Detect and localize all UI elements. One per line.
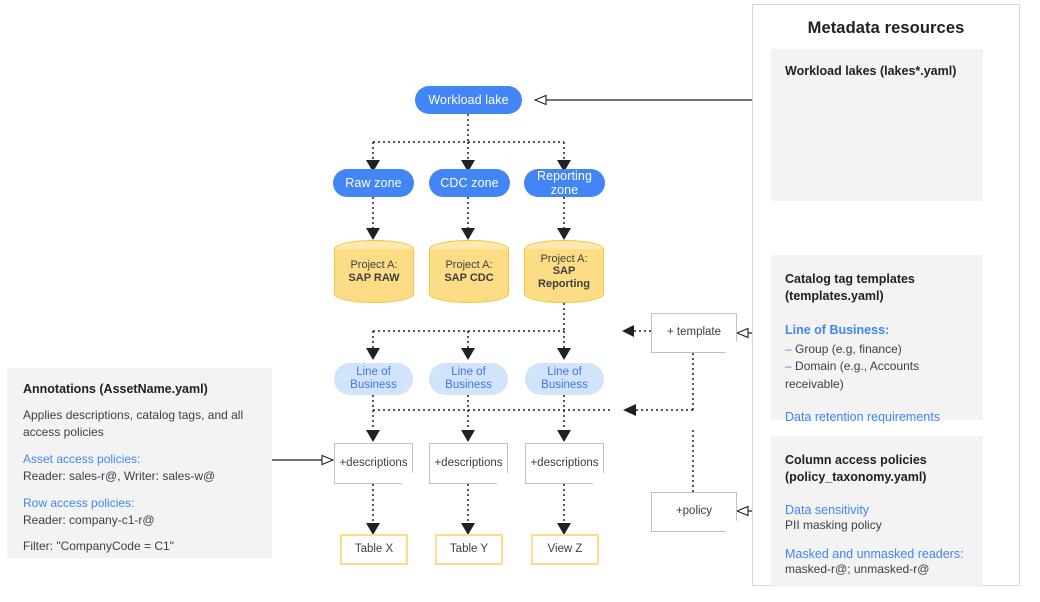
workload-lakes-box: Workload lakes (lakes*.yaml) <box>771 49 983 201</box>
node-line-of-business-3[interactable]: Line of Business <box>525 363 604 395</box>
node-workload-lake[interactable]: Workload lake <box>415 86 522 114</box>
node-reporting-zone[interactable]: Reporting zone <box>524 169 605 197</box>
node-cdc-zone[interactable]: CDC zone <box>429 169 510 197</box>
annotations-panel: Annotations (AssetName.yaml) Applies des… <box>7 368 272 558</box>
project-prefix: Project A: <box>350 258 398 271</box>
cylinder-caption: Project A: SAP Reporting <box>524 253 604 291</box>
note-policy-label: +policy <box>675 505 713 518</box>
catalog-templates-heading: Catalog tag templates (templates.yaml) <box>785 271 969 305</box>
table-label: Table Y <box>449 542 489 555</box>
node-raw-zone[interactable]: Raw zone <box>333 169 414 197</box>
lob-label: Line of Business <box>350 365 397 391</box>
note-sheet <box>429 443 508 484</box>
bullet-dash-icon: – <box>785 359 792 374</box>
catalog-lob-item-label: Domain (e.g., Accounts receivable) <box>785 359 920 391</box>
node-raw-zone-label: Raw zone <box>345 175 402 190</box>
node-table-y[interactable]: Table Y <box>435 534 503 565</box>
annotations-title: Annotations (AssetName.yaml) <box>23 382 208 396</box>
annotations-content: Annotations (AssetName.yaml) Applies des… <box>7 368 272 556</box>
project-prefix: Project A: <box>540 252 588 265</box>
node-reporting-zone-label: Reporting zone <box>536 168 593 197</box>
metadata-resources-panel: Metadata resources Workload lakes (lakes… <box>752 4 1020 587</box>
annotations-filter: Filter: "CompanyCode = C1" <box>23 539 174 554</box>
note-descriptions-label: +descriptions <box>339 456 408 469</box>
node-project-sap-cdc[interactable]: Project A: SAP CDC <box>429 240 509 303</box>
note-sheet <box>651 492 737 532</box>
note-descriptions-label: +descriptions <box>530 456 599 469</box>
table-label: Table X <box>354 542 394 555</box>
project-name: SAP CDC <box>444 271 494 284</box>
node-workload-lake-label: Workload lake <box>428 92 509 107</box>
catalog-lob-item-domain: – Domain (e.g., Accounts receivable) <box>785 358 969 393</box>
node-view-z[interactable]: View Z <box>531 534 599 565</box>
asset-access-value: Reader: sales-r@, Writer: sales-w@ <box>23 469 216 484</box>
node-project-sap-raw[interactable]: Project A: SAP RAW <box>334 240 414 303</box>
row-access-block: Row access policies: Reader: company-c1-… <box>23 495 256 530</box>
masked-readers-value: masked-r@; unmasked-r@ <box>785 562 930 577</box>
catalog-lob-heading: Line of Business: <box>785 322 890 337</box>
column-policies-heading: Column access policies (policy_taxonomy.… <box>785 452 969 486</box>
asset-access-block: Asset access policies: Reader: sales-r@,… <box>23 451 256 486</box>
column-access-policies-box: Column access policies (policy_taxonomy.… <box>771 436 983 587</box>
table-label: View Z <box>547 542 583 555</box>
catalog-lob-item-label: Group (e.g, finance) <box>795 341 902 356</box>
note-descriptions-label: +descriptions <box>434 456 503 469</box>
node-table-x[interactable]: Table X <box>340 534 408 565</box>
catalog-lob-item-group: – Group (e.g, finance) <box>785 341 969 358</box>
cylinder-caption: Project A: SAP CDC <box>429 259 509 284</box>
annotations-summary: Applies descriptions, catalog tags, and … <box>23 408 244 440</box>
data-sensitivity-heading: Data sensitivity <box>785 502 870 517</box>
column-policies-heading-line2: (policy_taxonomy.yaml) <box>785 469 927 484</box>
data-sensitivity-value: PII masking policy <box>785 517 882 532</box>
catalog-templates-heading-line1: Catalog tag templates <box>785 272 915 286</box>
metadata-panel-title: Metadata resources <box>807 19 965 37</box>
column-policies-heading-line1: Column access policies <box>785 453 927 467</box>
note-policy[interactable]: +policy <box>651 492 738 533</box>
node-line-of-business-1[interactable]: Line of Business <box>334 363 413 395</box>
catalog-tag-templates-box: Catalog tag templates (templates.yaml) L… <box>771 255 983 424</box>
asset-access-heading: Asset access policies: <box>23 451 141 466</box>
note-descriptions-2[interactable]: +descriptions <box>429 443 509 485</box>
node-project-sap-reporting[interactable]: Project A: SAP Reporting <box>524 240 604 303</box>
note-descriptions-3[interactable]: +descriptions <box>525 443 605 485</box>
catalog-templates-heading-line2: (templates.yaml) <box>785 288 884 303</box>
cylinder-body <box>334 249 414 294</box>
project-name: SAP Reporting <box>538 265 590 290</box>
node-cdc-zone-label: CDC zone <box>440 175 499 190</box>
cylinder-body <box>429 249 509 294</box>
lob-label: Line of Business <box>445 365 492 391</box>
cylinder-caption: Project A: SAP RAW <box>334 259 414 284</box>
note-template[interactable]: + template <box>651 313 738 354</box>
row-access-value: Reader: company-c1-r@ <box>23 512 155 527</box>
note-descriptions-1[interactable]: +descriptions <box>334 443 414 485</box>
workload-lakes-heading: Workload lakes (lakes*.yaml) <box>785 64 957 78</box>
note-sheet <box>334 443 413 484</box>
row-access-heading: Row access policies: <box>23 495 135 510</box>
lob-label: Line of Business <box>541 365 588 391</box>
node-line-of-business-2[interactable]: Line of Business <box>429 363 508 395</box>
note-sheet <box>525 443 604 484</box>
note-template-label: + template <box>666 326 722 339</box>
project-prefix: Project A: <box>445 258 493 271</box>
cylinder-body <box>524 249 604 294</box>
masked-readers-heading: Masked and unmasked readers: <box>785 547 964 562</box>
project-name: SAP RAW <box>348 271 400 284</box>
note-sheet <box>651 313 737 353</box>
bullet-dash-icon: – <box>785 341 792 356</box>
catalog-retention-label: Data retention requirements <box>785 409 940 424</box>
